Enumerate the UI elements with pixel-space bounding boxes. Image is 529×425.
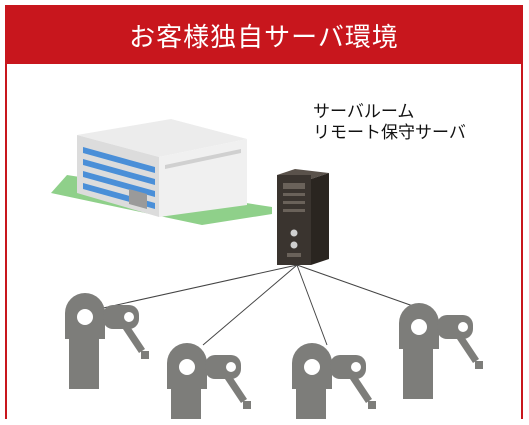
- server-label-line-1: サーバルーム: [313, 102, 415, 122]
- environment-panel: お客様独自サーバ環境: [5, 5, 523, 419]
- link-robot-4: [296, 264, 431, 313]
- robot-arm-icon: [292, 343, 376, 419]
- link-robot-2: [202, 264, 298, 346]
- server-tower-icon: [277, 169, 329, 265]
- link-robot-3: [296, 264, 328, 346]
- factory-building-icon: [51, 119, 272, 225]
- link-robot-1: [84, 264, 298, 313]
- panel-title: お客様独自サーバ環境: [7, 7, 521, 64]
- robot-arm-icon: [167, 343, 251, 419]
- server-label-line-2: リモート保守サーバ: [313, 123, 466, 143]
- robot-arm-icon: [65, 293, 149, 389]
- server-label: サーバルーム リモート保守サーバ: [313, 102, 466, 144]
- network-diagram: [51, 119, 483, 419]
- network-links: [84, 264, 431, 346]
- robot-arm-icon: [399, 303, 483, 399]
